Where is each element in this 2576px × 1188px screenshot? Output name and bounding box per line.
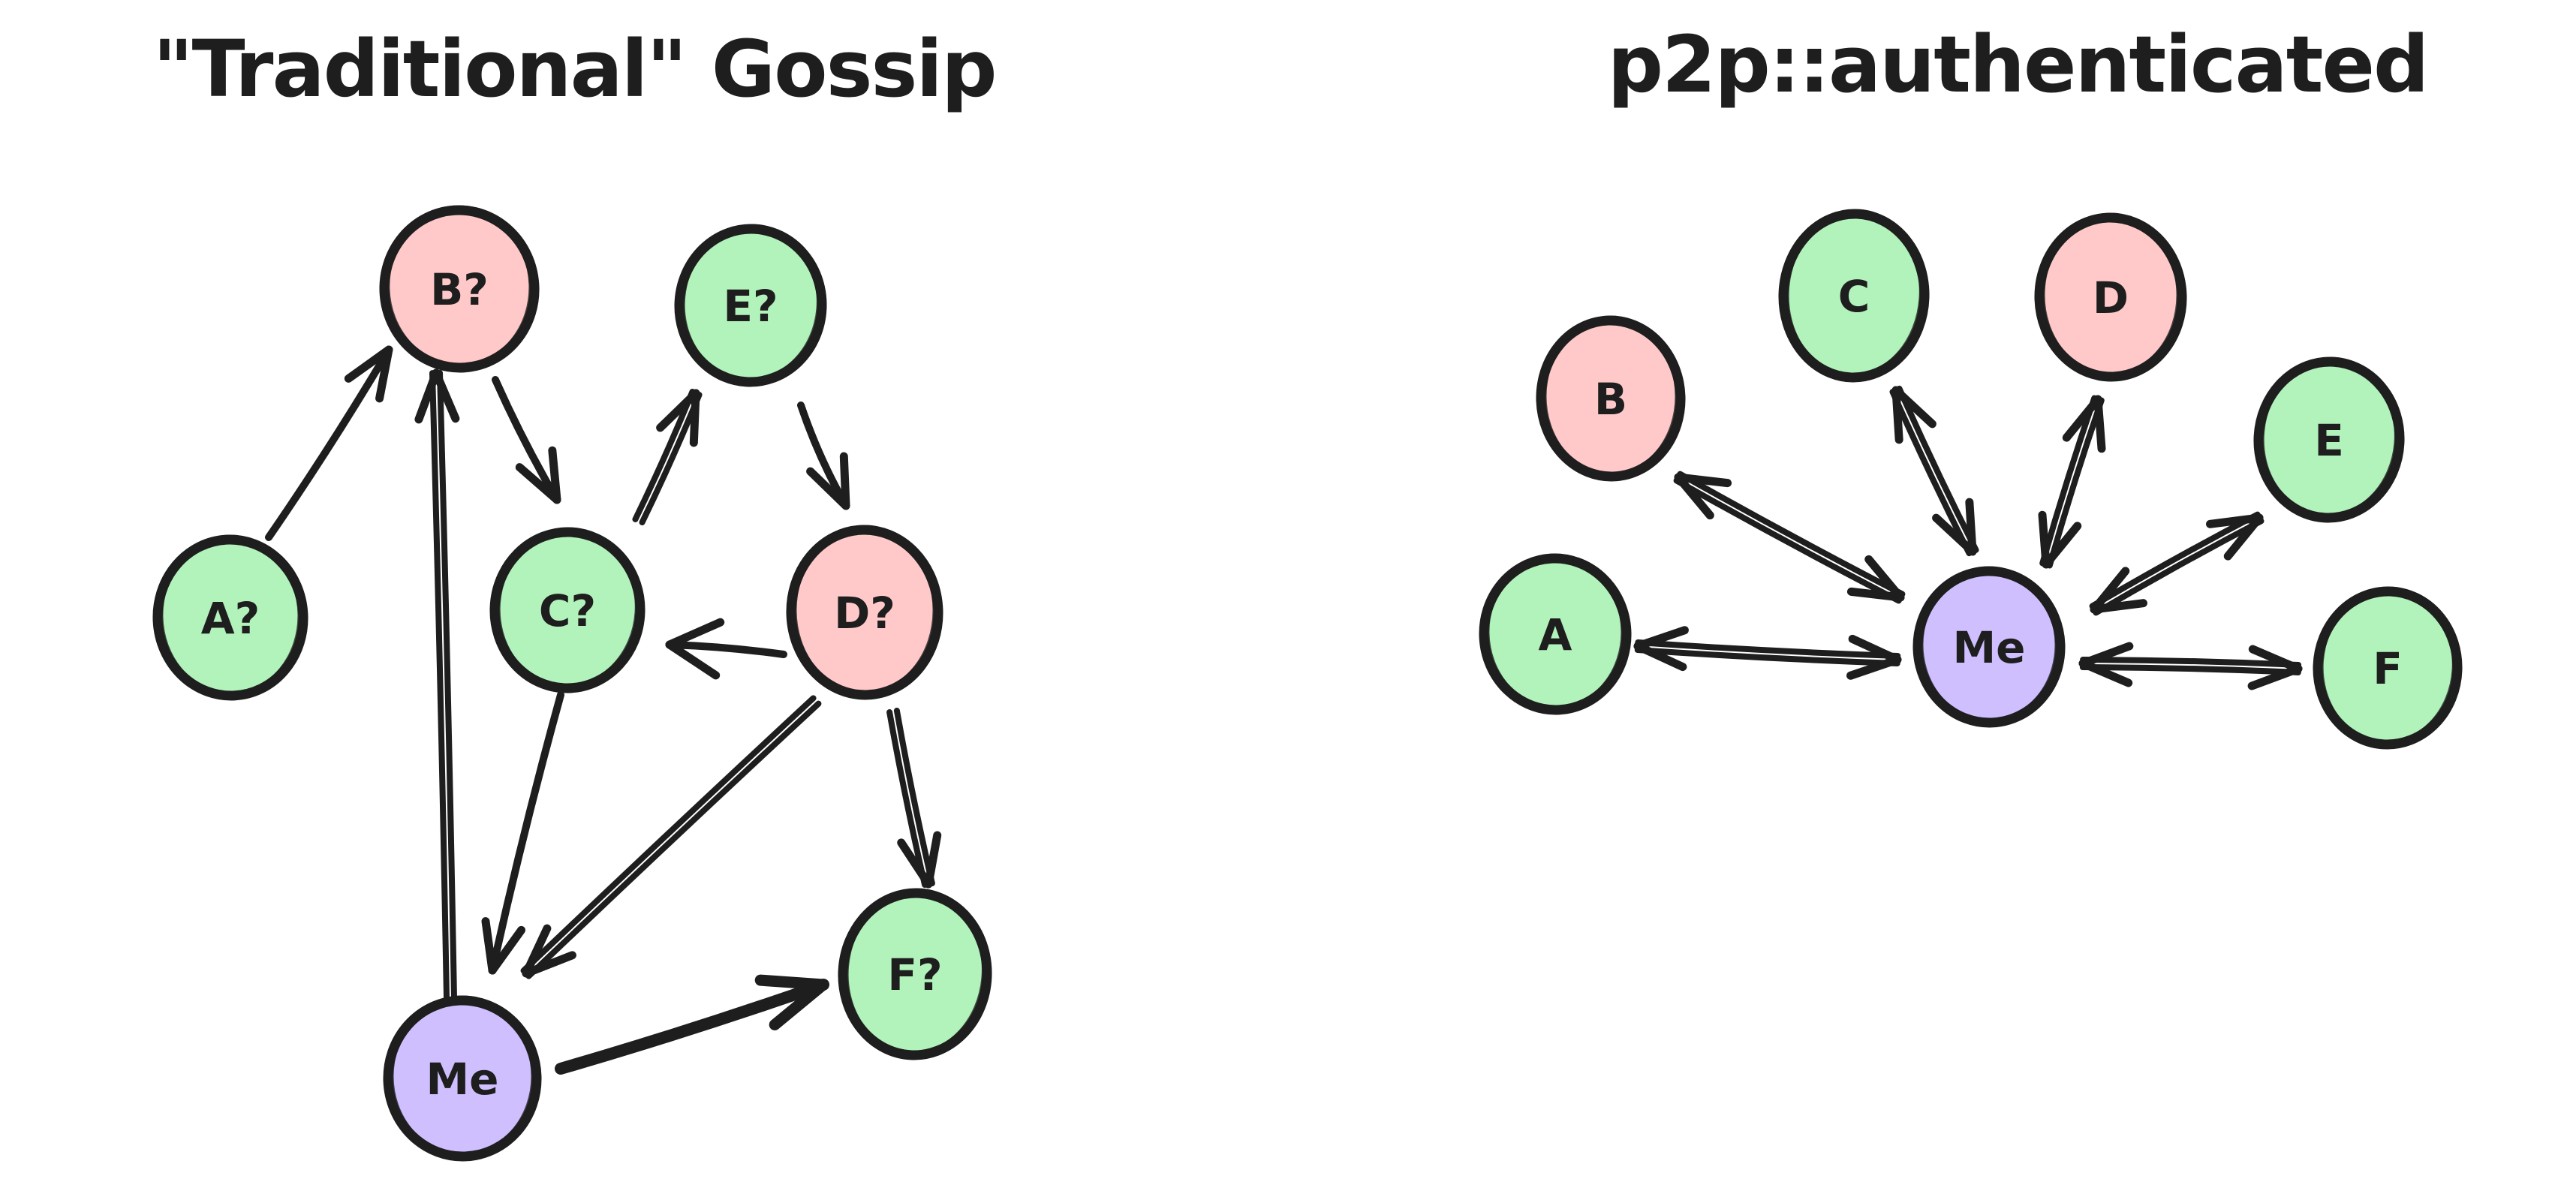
traditional-gossip-arrow-D-C [665, 618, 787, 680]
edges-traditional-gossip [265, 345, 942, 1075]
nodes-p2p-authenticated: A B C D E F Me [1479, 209, 2463, 750]
p2p-authenticated-arrow-B-Me [1673, 471, 1906, 604]
p2p-authenticated-node-E: E [2253, 356, 2405, 523]
edges-p2p-authenticated [1633, 385, 2303, 690]
traditional-gossip-node-label-E: E? [723, 281, 778, 332]
p2p-authenticated-arrow-A-Me [1633, 626, 1902, 680]
p2p-authenticated-arrow-C-Me [1889, 385, 1979, 557]
traditional-gossip-node-sketch-outline-Me [390, 995, 535, 1157]
traditional-gossip-node-label-B: B? [430, 264, 489, 315]
p2p-authenticated-node-label-A: A [1539, 609, 1572, 660]
p2p-authenticated-node-sketch-outline-B [1542, 315, 1679, 477]
traditional-gossip-arrow-C-E [632, 388, 703, 526]
p2p-authenticated-node-label-E: E [2314, 415, 2344, 466]
traditional-gossip-node-label-A: A? [201, 593, 260, 644]
traditional-gossip-node-D: D? [786, 525, 943, 700]
p2p-authenticated-node-sketch-outline-A [1485, 553, 1625, 711]
traditional-gossip-node-sketch-outline-F [844, 888, 986, 1056]
traditional-gossip-node-sketch-outline-B [386, 205, 533, 368]
p2p-authenticated-node-label-B: B [1594, 374, 1627, 425]
traditional-gossip-node-C: C? [489, 527, 646, 693]
traditional-gossip-node-B: B? [379, 205, 540, 373]
p2p-authenticated-node-F: F [2313, 586, 2463, 750]
diagram-p2p-authenticated: A B C DEF Me p2p::authenticated [1479, 19, 2463, 750]
p2p-authenticated-arrow-F-Me [2078, 642, 2303, 690]
traditional-gossip-node-label-C: C? [539, 585, 596, 636]
p2p-authenticated-node-sketch-outline-D [2041, 212, 2180, 377]
traditional-gossip-node-E: E? [674, 224, 827, 387]
p2p-authenticated-arrow-E-Me [2089, 511, 2265, 616]
traditional-gossip-node-F: F? [838, 888, 992, 1060]
diagram-title-p2p-authenticated: p2p::authenticated [1608, 19, 2428, 110]
p2p-authenticated-node-sketch-outline-Me [1919, 566, 2059, 723]
p2p-authenticated-node-B: B [1536, 315, 1686, 482]
traditional-gossip-node-label-Me: Me [426, 1054, 498, 1105]
traditional-gossip-node-sketch-outline-E [681, 224, 820, 383]
traditional-gossip-node-sketch-outline-C [496, 527, 639, 689]
traditional-gossip-arrow-A-B [265, 345, 393, 541]
p2p-authenticated-node-sketch-outline-E [2260, 356, 2398, 519]
p2p-authenticated-node-sketch-outline-C [1785, 209, 1923, 378]
traditional-gossip-node-label-D: D? [834, 588, 895, 639]
p2p-authenticated-arrow-D-Me [2038, 395, 2106, 569]
traditional-gossip-arrow-E-D [797, 402, 850, 510]
p2p-authenticated-node-A: A [1479, 553, 1632, 715]
diagram-title-traditional-gossip: "Traditional" Gossip [152, 23, 995, 115]
p2p-authenticated-node-label-D: D [2093, 272, 2129, 323]
p2p-authenticated-node-label-F: F [2373, 643, 2403, 694]
p2p-authenticated-node-C: C [1778, 209, 1930, 383]
traditional-gossip-node-A: A? [152, 534, 308, 701]
traditional-gossip-node-Me: Me [383, 995, 542, 1162]
p2p-authenticated-node-D: D [2034, 212, 2187, 382]
traditional-gossip-node-label-F: F? [887, 949, 942, 1000]
p2p-authenticated-node-label-Me: Me [1952, 622, 2025, 673]
nodes-traditional-gossip: A? B? C? D? E? F? Me [152, 205, 992, 1162]
p2p-authenticated-node-label-C: C [1838, 271, 1870, 322]
diagram-traditional-gossip: A? B? C? D? E? F? Me "Traditional" Gossip [152, 23, 998, 1162]
traditional-gossip-arrow-D-Me [520, 695, 822, 979]
p2p-authenticated-node-sketch-outline-F [2319, 586, 2456, 745]
traditional-gossip-arrow-C-Me [481, 691, 564, 975]
traditional-gossip-arrow-Me-F [555, 974, 829, 1075]
traditional-gossip-node-sketch-outline-D [793, 525, 937, 696]
traditional-gossip-arrow-Me-B [414, 368, 460, 1002]
traditional-gossip-arrow-D-F [886, 707, 942, 889]
p2p-authenticated-node-Me: Me [1912, 566, 2066, 728]
traditional-gossip-arrow-B-C [492, 376, 561, 504]
traditional-gossip-node-sketch-outline-A [159, 534, 302, 696]
